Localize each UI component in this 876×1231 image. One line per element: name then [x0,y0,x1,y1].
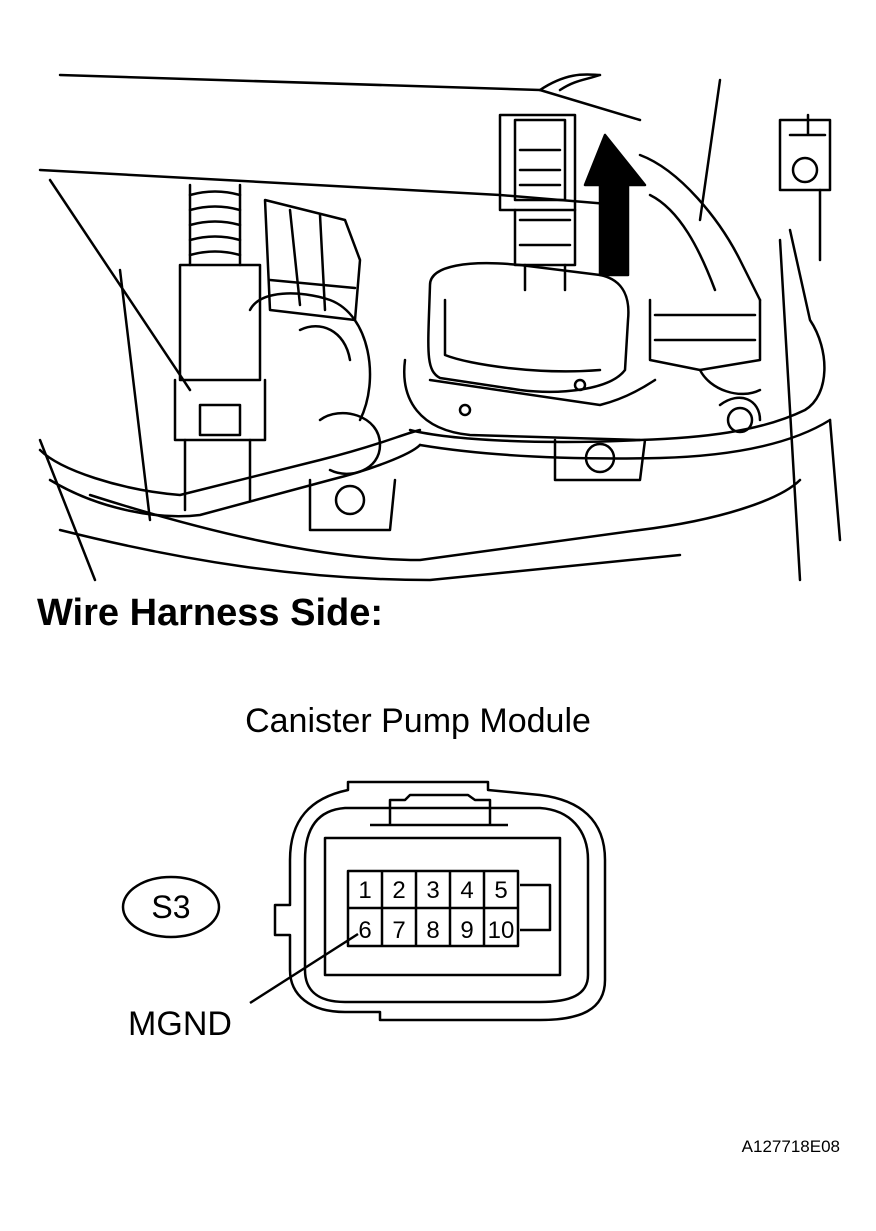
left-structure [38,178,192,582]
callout-label: MGND [128,1005,232,1043]
pin-4: 4 [460,877,473,904]
lower-frame [38,228,832,582]
pin-8: 8 [426,917,439,944]
section-heading: Wire Harness Side: [37,592,384,634]
connector-code: S3 [151,889,190,925]
right-structure [778,238,842,582]
pump-connector [498,113,577,292]
figure-id: A127718E08 [741,1137,840,1156]
connector-code-oval [121,875,221,939]
pin-1: 1 [358,877,371,904]
left-harness [173,183,267,512]
pin-7: 7 [392,917,405,944]
pump-module-body [403,261,657,442]
pin-10: 10 [488,917,515,944]
bolt-bosses [308,396,762,532]
connector-housing-inner [303,806,590,1004]
connector-diagram: Canister Pump Module 1 2 3 4 5 6 7 8 9 1… [121,702,607,1043]
right-bracket [698,78,832,262]
pin-9: 9 [460,917,473,944]
middle-bracket [248,198,382,476]
pull-arrow-icon [583,133,647,277]
connector-key [520,883,552,932]
lock-tab [388,793,492,825]
connector-housing-outer [273,780,607,1022]
connector-cavity [323,836,562,977]
connector-title: Canister Pump Module [245,702,591,740]
engine-bay-illustration [38,73,842,582]
pin-6: 6 [358,917,371,944]
upper-hose [538,73,602,92]
callout-leader [249,932,359,1005]
pin-5: 5 [494,877,507,904]
pin-2: 2 [392,877,405,904]
right-hose [638,153,762,396]
pin-3: 3 [426,877,439,904]
